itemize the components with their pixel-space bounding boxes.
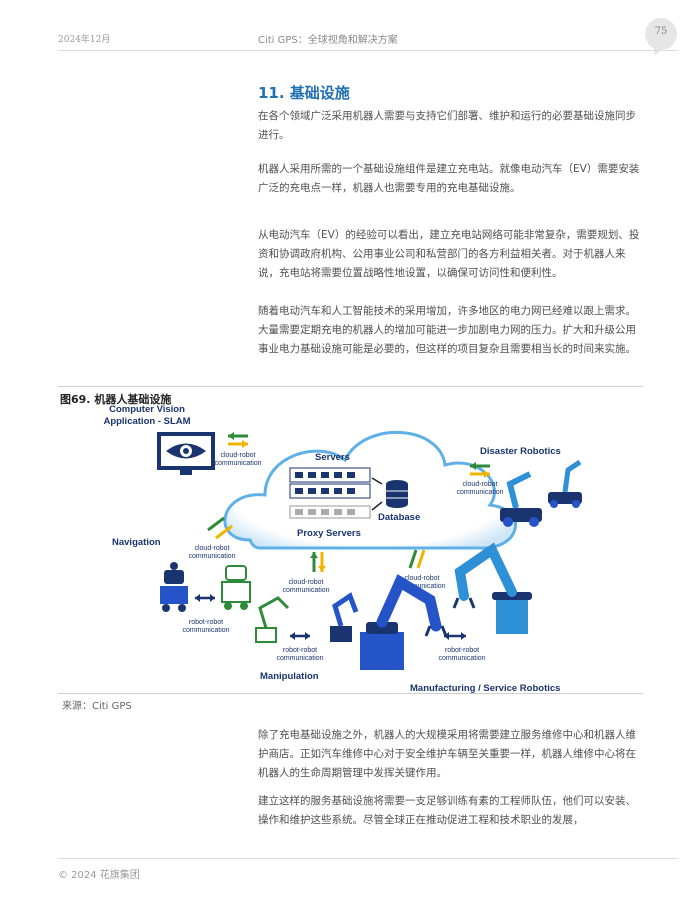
figure-top-rule [58,386,643,387]
figure-title: 图69. 机器人基础设施 [60,393,172,406]
navigation-robot-icon [221,565,251,610]
robot-robot-label: robot-robot [445,647,479,654]
cloud-robot-arrows-icon [207,516,233,540]
robot-robot-arrow-icon [290,632,310,640]
robot-robot-label: robot-robot [189,619,223,626]
footer-copyright: © 2024 花旗集团 [58,870,140,881]
monitor-eye-icon [157,432,215,475]
communication-label: communication [438,655,485,662]
navigation-robot-icon [160,562,188,612]
manufacturing-label: Manufacturing / Service Robotics [410,683,560,694]
paragraph: 在各个领域广泛采用机器人需要与支持它们部署、维护和运行的必要基础设施同步进行。 [258,110,636,141]
header-date: 2024年12月 [58,35,111,45]
industrial-robot-arm-icon [452,542,532,634]
communication-label: communication [188,553,235,560]
page-number-badge: 75 [645,18,677,50]
computer-vision-label-1: Computer Vision [109,404,185,415]
server-rack-icon [289,467,371,519]
communication-label: communication [276,655,323,662]
communication-label: communication [456,489,503,496]
disaster-robotics-label: Disaster Robotics [480,446,561,457]
cloud-robot-label: cloud-robot [462,481,497,488]
cloud-robot-label: cloud-robot [220,452,255,459]
cloud-robot-arrows-icon [310,552,326,572]
robot-robot-label: robot-robot [283,647,317,654]
paragraph: 从电动汽车（EV）的经验可以看出，建立充电站网络可能非常复杂，需要规划、投资和协… [258,229,640,279]
proxy-servers-label: Proxy Servers [297,528,361,539]
cloud-robot-arrows-icon [408,549,426,569]
database-label: Database [378,512,420,523]
robot-robot-arrow-icon [444,632,466,640]
manipulator-arm-icon [255,596,290,643]
servers-label: Servers [315,452,350,463]
figure-source: 来源：Citi GPS [62,701,132,712]
paragraph: 除了充电基础设施之外，机器人的大规模采用将需要建立服务维修中心和机器人维护商店。… [258,729,636,779]
communication-label: communication [398,583,445,590]
navigation-label: Navigation [112,537,161,548]
communication-label: communication [282,587,329,594]
robot-infrastructure-diagram: Servers Database Proxy Servers Computer … [103,404,582,694]
server-db-arrow-icon [371,477,383,511]
robot-robot-arrow-icon [195,594,215,602]
cloud-robot-label: cloud-robot [288,579,323,586]
disaster-robot-icon [500,459,582,527]
paragraph: 随着电动汽车和人工智能技术的采用增加，许多地区的电力网已经难以跟上需求。大量需要… [258,305,636,355]
section-title: 11. 基础设施 [258,84,350,102]
paragraph: 机器人采用所需的一个基础设施组件是建立充电站。就像电动汽车（EV）需要安装广泛的… [258,163,640,194]
cloud-robot-label: cloud-robot [404,575,439,582]
manipulation-label: Manipulation [260,671,319,682]
communication-label: communication [214,460,261,467]
cloud-robot-arrows-icon [228,432,248,448]
cloud-robot-arrows-icon [470,462,490,478]
computer-vision-label-2: Application - SLAM [103,416,190,427]
paragraph: 建立这样的服务基础设施将需要一支足够训练有素的工程师队伍，他们可以安装、操作和维… [258,795,636,826]
header-title: Citi GPS：全球视角和解决方案 [258,35,398,46]
database-icon [386,480,408,508]
footer-divider [58,858,678,859]
industrial-robot-arm-icon [360,574,448,670]
communication-label: communication [182,627,229,634]
header-divider [58,50,678,51]
manipulator-arm-icon [330,592,359,642]
page-number: 75 [654,26,668,37]
figure-bottom-rule [58,693,643,694]
cloud-robot-label: cloud-robot [194,545,229,552]
